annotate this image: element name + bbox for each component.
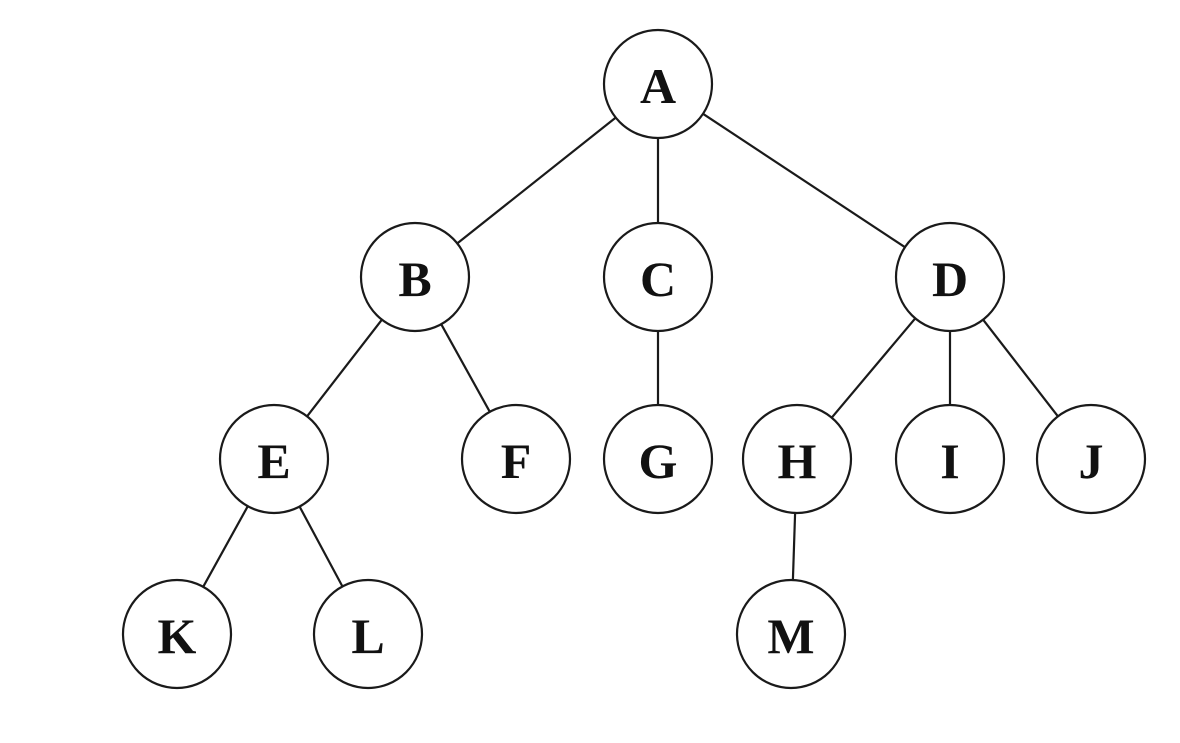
node-circle (218, 403, 330, 515)
edge-a-b (456, 116, 617, 245)
node-label: H (778, 433, 817, 489)
node-label: F (501, 433, 532, 489)
edge-b-e (306, 319, 383, 417)
node-label: G (639, 433, 678, 489)
edge-d-j (982, 319, 1059, 417)
node-label: M (767, 608, 814, 664)
node-circle (735, 578, 847, 690)
node-circle (312, 578, 424, 690)
node-label: D (932, 251, 968, 307)
node-label: L (351, 608, 384, 664)
edge-e-l (298, 506, 344, 587)
node-c: C (602, 221, 714, 333)
node-circle (460, 403, 572, 515)
node-circle (602, 28, 714, 140)
node-h: H (741, 403, 853, 515)
node-a: A (602, 28, 714, 140)
node-label: K (158, 608, 197, 664)
node-b: B (359, 221, 471, 333)
node-label: C (640, 251, 676, 307)
node-g: G (602, 403, 714, 515)
edge-e-k (202, 505, 249, 588)
node-circle (741, 403, 853, 515)
node-label: A (640, 58, 676, 114)
node-circle (894, 403, 1006, 515)
node-label: I (940, 433, 959, 489)
node-circle (1035, 403, 1147, 515)
node-circle (121, 578, 233, 690)
node-label: B (398, 251, 431, 307)
node-f: F (460, 403, 572, 515)
node-i: I (894, 403, 1006, 515)
node-l: L (312, 578, 424, 690)
node-circle (894, 221, 1006, 333)
node-circle (602, 221, 714, 333)
node-k: K (121, 578, 233, 690)
edge-b-f (440, 323, 491, 413)
node-circle (359, 221, 471, 333)
node-circle (602, 403, 714, 515)
node-d: D (894, 221, 1006, 333)
node-label: J (1079, 433, 1104, 489)
node-e: E (218, 403, 330, 515)
node-j: J (1035, 403, 1147, 515)
edge-d-h (830, 317, 917, 419)
node-label: E (257, 433, 290, 489)
nodes-layer: A B C D E F G H I J K L M (121, 28, 1147, 690)
edges-layer (202, 112, 1059, 588)
edge-h-m (791, 512, 797, 581)
edge-a-d (702, 112, 906, 249)
node-m: M (735, 578, 847, 690)
